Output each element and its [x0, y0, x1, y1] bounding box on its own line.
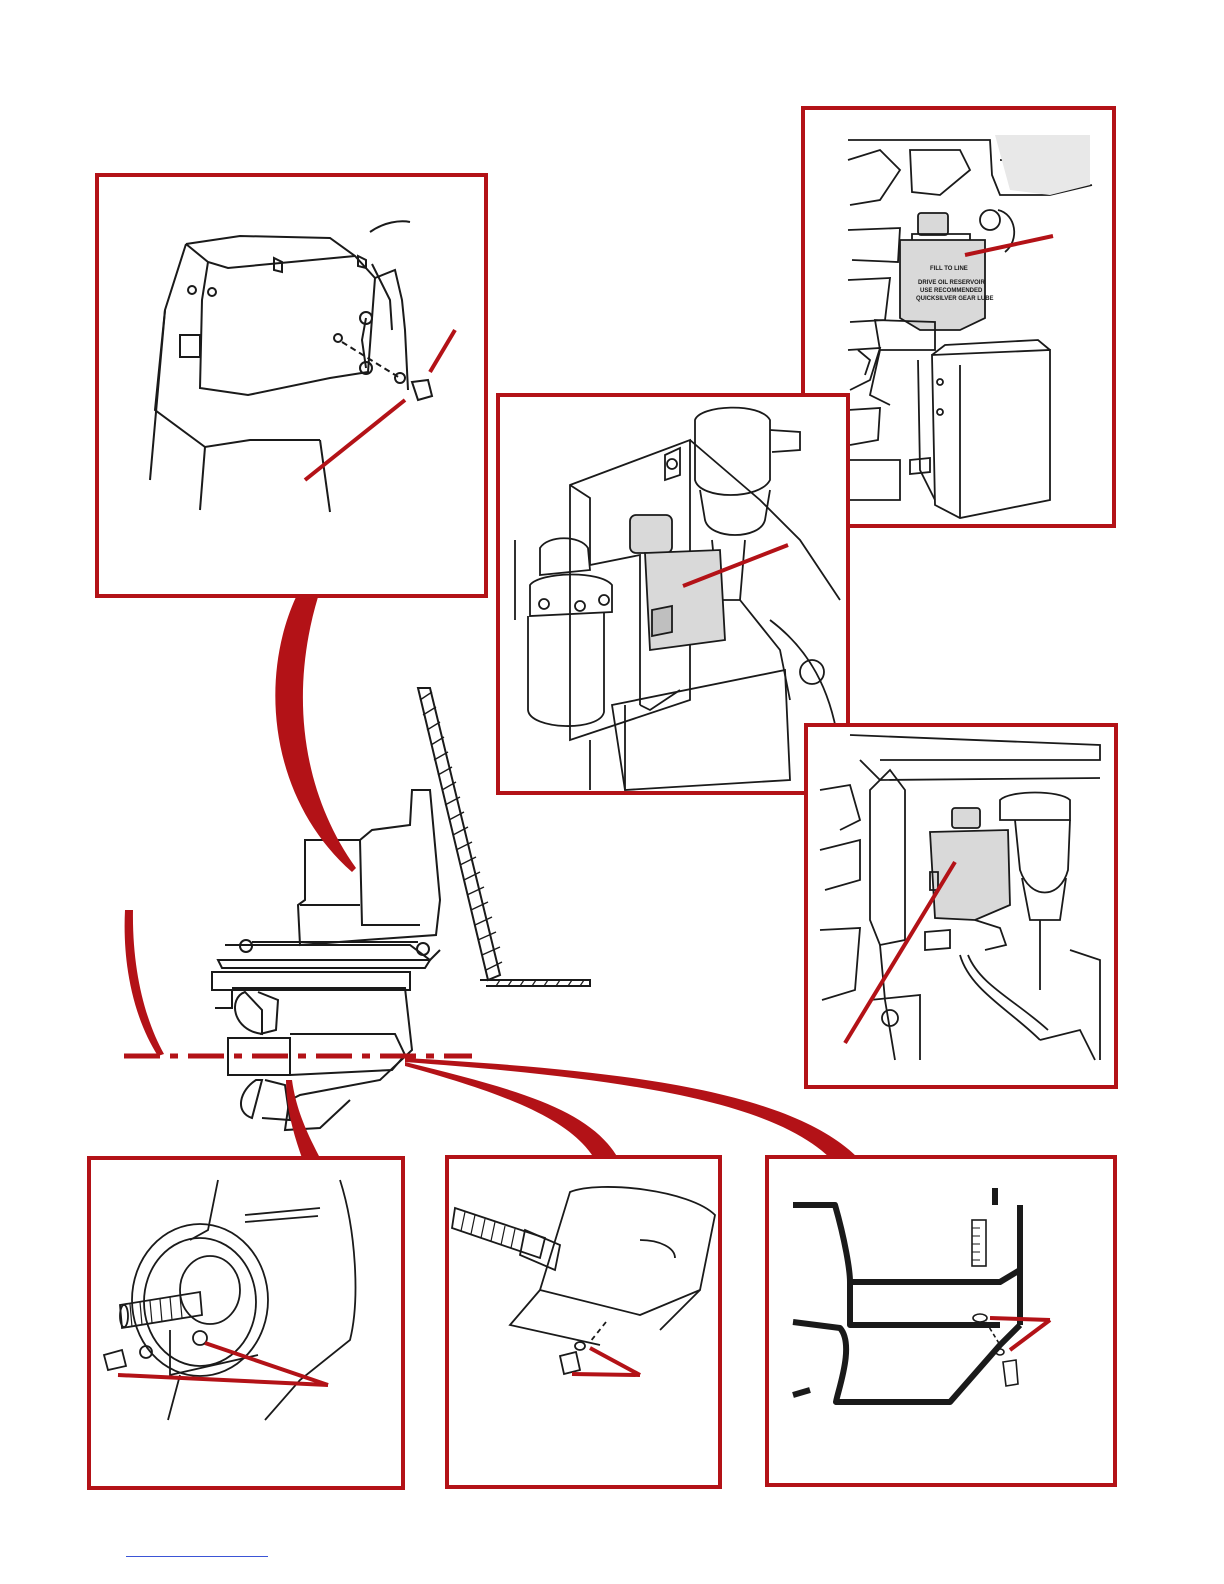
panel-propshaft-drain	[89, 1158, 403, 1488]
panel-gearcase-vent-drain	[447, 1157, 720, 1487]
svg-text:USE RECOMMENDED: USE RECOMMENDED	[920, 288, 983, 294]
panel-gearcase-side-plug	[767, 1157, 1115, 1485]
svg-text:DRIVE OIL RESERVOIR: DRIVE OIL RESERVOIR	[918, 280, 985, 286]
footer-link-rule	[126, 1556, 268, 1557]
svg-text:QUICKSILVER GEAR LUBE: QUICKSILVER GEAR LUBE	[916, 296, 994, 302]
panel-engine-reservoir-center	[498, 395, 848, 793]
panel-engine-reservoir-right	[806, 725, 1116, 1087]
svg-text:FILL TO LINE: FILL TO LINE	[930, 266, 968, 272]
panel-bell-housing-fill	[97, 175, 486, 596]
